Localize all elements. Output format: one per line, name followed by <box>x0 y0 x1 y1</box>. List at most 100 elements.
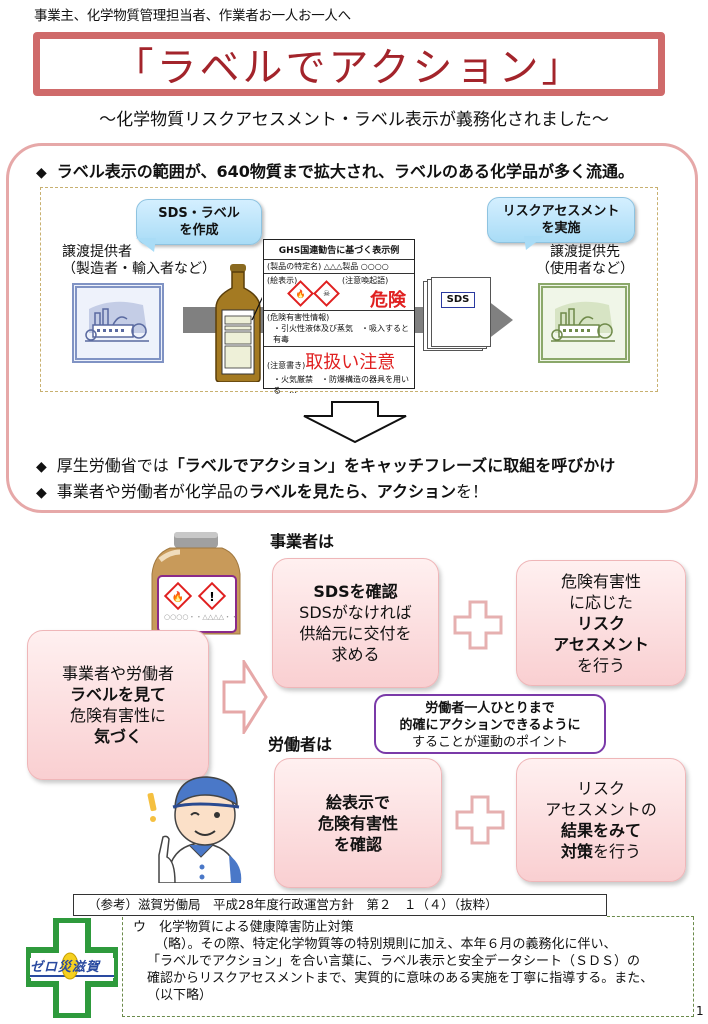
box-line: に応じた <box>568 592 633 612</box>
recipient-title: 譲渡提供先 <box>550 244 620 260</box>
skull-pictogram-icon: ☠ <box>313 280 340 307</box>
box-line: 対策を行う <box>517 841 685 862</box>
svg-text:🔥: 🔥 <box>172 590 184 603</box>
diamond-bullet-icon: ◆ <box>36 485 47 501</box>
box-line: 危険有害性 <box>560 571 641 591</box>
ghs-precaution-items: ・火気厳禁 ・防爆構造の器具を用いる … <box>273 375 409 395</box>
box-line: リスク <box>576 779 625 798</box>
bullet-text: 事業者や労働者が化学品の <box>56 482 249 501</box>
reference-line: （以下略） <box>147 988 213 1003</box>
box-line: 事業者や労働者 <box>61 664 174 683</box>
chemical-jar-icon: 🔥 ! <box>150 530 242 642</box>
subtitle: ～化学物質リスクアセスメント・ラベル表示が義務化されました～ <box>99 110 609 130</box>
diamond-bullet-icon: ◆ <box>36 459 47 475</box>
diamond-bullet-icon: ◆ <box>36 165 47 181</box>
take-measures-box: リスク アセスメントの 結果をみて 対策を行う <box>516 758 686 882</box>
plus-icon <box>455 795 505 849</box>
ghs-pictogram-row: (絵表示) 🔥 ☠ (注意喚起語) 危険 <box>264 273 414 311</box>
page-title: 「ラベルでアクション」 <box>113 45 585 91</box>
reference-line: 確認からリスクアセスメントまで、実質的に意味のある実施を丁寧に指導する。また、 <box>147 971 654 986</box>
reference-line: 「ラベルでアクション」を合い言葉に、ラベル表示と安全データシート（ＳＤＳ）の <box>147 954 640 969</box>
box-line: 危険有害性に <box>69 706 166 725</box>
ghs-hazard-row: (危険有害性情報) ・引火性液体及び蒸気 ・吸入すると有毒 <box>264 310 414 346</box>
svg-text:!: ! <box>209 590 214 604</box>
ghs-pictogram-label: (絵表示) <box>267 276 298 285</box>
recipient-label: 譲渡提供先 （使用者など） <box>536 244 634 278</box>
box-line-bold: 絵表示で <box>325 792 390 812</box>
bubble-line: SDS・ラベル <box>158 206 240 221</box>
bullet-text: 厚生労働省では <box>56 456 169 475</box>
reference-border <box>607 916 694 917</box>
title-box: 「ラベルでアクション」 <box>33 32 665 96</box>
worker-illustration <box>145 765 257 887</box>
ghs-precaution-row: (注意書き)取扱い注意 ・火気厳禁 ・防爆構造の器具を用いる … <box>264 346 414 397</box>
box-line-bold: 気づく <box>93 727 142 746</box>
plus-icon <box>453 600 503 654</box>
ghs-label-example: GHS国連勧告に基づく表示例 (製品の特定名) △△△製品 ○○○○ (絵表示)… <box>263 239 415 395</box>
ghs-precaution-label: (注意書き) <box>267 361 306 370</box>
box-line-bold: を確認 <box>333 834 382 854</box>
box-line: アセスメントの <box>545 800 657 819</box>
callout-line-bold: 労働者一人ひとりまで <box>425 701 555 716</box>
ghs-label-title: GHS国連勧告に基づく表示例 <box>278 246 400 256</box>
supplier-title: 譲渡提供者 <box>62 244 132 260</box>
notice-label-box: 事業者や労働者 ラベルを見て 危険有害性に 気づく <box>27 630 209 780</box>
bullet-text: ラベル表示の範囲が、640物質まで拡大され、ラベルのある化学品が多く流通。 <box>56 162 635 181</box>
check-pictogram-box: 絵表示で 危険有害性 を確認 <box>274 758 442 888</box>
ghs-hazard-label: (危険有害性情報) <box>267 313 330 322</box>
risk-assessment-box: 危険有害性 に応じた リスク アセスメント を行う <box>516 560 686 686</box>
ghs-hazard-items: ・引火性液体及び蒸気 ・吸入すると有毒 <box>273 324 409 344</box>
box-line-bold: 危険有害性 <box>317 813 398 833</box>
bubble-line: を作成 <box>179 223 219 238</box>
box-line-bold: ラベルを見て <box>69 685 166 704</box>
right-arrow-icon <box>222 656 268 738</box>
zero-accident-shiga-logo <box>25 917 119 1022</box>
speech-bubble-risk-assessment: リスクアセスメント を実施 <box>487 197 635 243</box>
jar-label-text: ○○○○・・△△△△・・ <box>164 613 238 621</box>
reference-excerpt: ウ 化学物質による健康障害防止対策 （略）。その際、特定化学物質等の特別規則に加… <box>122 917 694 1017</box>
callout-line: することが運動のポイント <box>411 735 568 750</box>
recipient-subtitle: （使用者など） <box>536 261 634 277</box>
supplier-subtitle: （製造者・輸入者など） <box>62 261 216 277</box>
worker-heading: 労働者は <box>268 735 333 754</box>
logo-text: ゼロ災滋賀 <box>30 960 101 975</box>
box-line-bold: SDSを確認 <box>313 582 398 601</box>
page-number: 1 <box>696 1004 704 1018</box>
recipient-factory-icon <box>538 283 630 363</box>
box-line-bold: アセスメント <box>553 634 649 654</box>
ghs-precaution-word: 取扱い注意 <box>305 352 396 373</box>
bullet-action: ◆事業者や労働者が化学品のラベルを見たら、アクションを！ <box>36 478 488 502</box>
callout-line-bold: 的確にアクションできるように <box>399 718 581 733</box>
sds-document-icon <box>423 277 491 351</box>
sds-tag: SDS <box>441 292 475 308</box>
down-arrow-icon <box>300 400 410 448</box>
bubble-line: を実施 <box>541 221 581 236</box>
check-sds-box: SDSを確認 SDSがなければ 供給元に交付を 求める <box>272 558 439 688</box>
campaign-point-callout: 労働者一人ひとりまで 的確にアクションできるように することが運動のポイント <box>374 694 606 754</box>
box-line-bold: 結果をみて <box>560 821 641 840</box>
speech-bubble-create-sds: SDS・ラベル を作成 <box>136 199 262 245</box>
reference-header: （参考）滋賀労働局 平成28年度行政運営方針 第２ １（４）（抜粋） <box>73 894 607 916</box>
box-line: SDSがなければ <box>299 603 412 622</box>
chemical-bottle-icon <box>214 264 265 386</box>
ghs-product-row: (製品の特定名) △△△製品 ○○○○ <box>264 259 414 273</box>
label-flow-diagram <box>40 187 658 392</box>
bullet-label-scope: ◆ ラベル表示の範囲が、640物質まで拡大され、ラベルのある化学品が多く流通。 <box>36 158 634 182</box>
bullet-catchphrase: ◆ 厚生労働省では「ラベルでアクション」をキャッチフレーズに取組を呼びかけ <box>36 452 615 476</box>
supplier-label: 譲渡提供者 （製造者・輸入者など） <box>62 244 216 278</box>
box-line: 供給元に交付を <box>299 624 412 643</box>
reference-heading: ウ 化学物質による健康障害防止対策 <box>133 920 354 935</box>
bullet-text-bold: 「ラベルでアクション」をキャッチフレーズに取組を呼びかけ <box>168 456 616 475</box>
box-text: を行う <box>593 842 642 861</box>
employer-heading: 事業者は <box>270 532 335 551</box>
ghs-signal-label: (注意喚起語) <box>342 276 389 285</box>
bubble-line: リスクアセスメント <box>502 204 620 219</box>
reference-line: （略）。その際、特定化学物質等の特別規則に加え、本年６月の義務化に伴い、 <box>155 937 617 952</box>
ghs-signal-word: 危険 <box>370 290 406 311</box>
bullet-text: を！ <box>456 482 489 501</box>
audience-line: 事業主、化学物質管理担当者、作業者お一人お一人へ <box>34 8 351 24</box>
supplier-factory-icon <box>72 283 164 363</box>
box-line: 求める <box>331 645 380 664</box>
box-text-bold: 対策 <box>560 842 593 861</box>
box-line: を行う <box>576 655 625 675</box>
